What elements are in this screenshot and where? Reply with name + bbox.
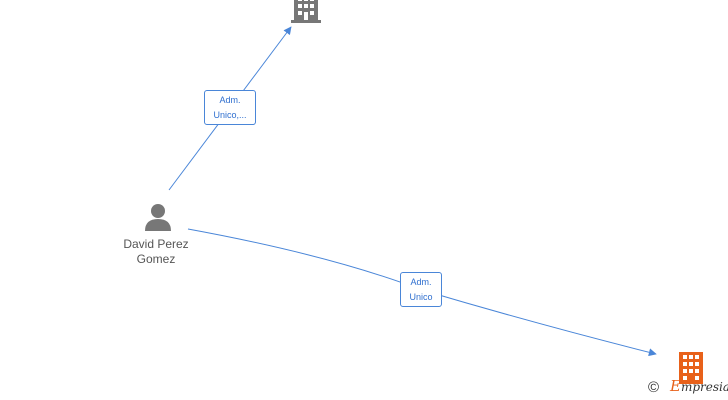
brand-rest: mpresia [680,380,728,394]
person-name-label[interactable]: David Perez Gomez [110,237,202,267]
edge-label-top[interactable]: Adm. Unico,... [204,90,256,125]
edge-label-top-line1: Adm. [219,95,241,105]
person-name-line2: Gomez [136,252,176,266]
edge-label-top-line2: Unico,... [213,110,247,120]
edge-label-bottom-line1: Adm. [410,277,432,287]
person-name-line1: David Perez [123,237,189,251]
company-top-building-icon[interactable] [290,0,322,24]
brand-first-letter: E [670,377,681,395]
person-icon[interactable] [143,202,173,232]
edge-label-bottom[interactable]: Adm. Unico [400,272,442,307]
company-bottom-building-icon[interactable] [676,352,706,386]
building-icon [291,0,321,23]
person-silhouette-icon [145,204,171,231]
empresia-watermark: © Empresia [648,378,728,400]
edge-label-bottom-line2: Unico [409,292,433,302]
building-icon [679,352,703,384]
copyright-symbol: © [648,379,660,396]
brand-logo-text: Empresia [670,378,728,395]
